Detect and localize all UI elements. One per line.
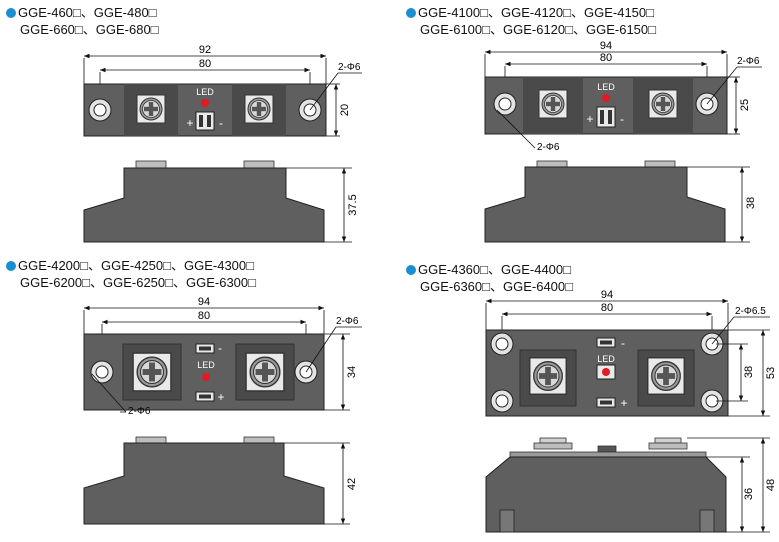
dim-side-height: 38 [745,197,757,209]
bullet-icon [6,261,16,271]
dim-inner-width: 80 [601,302,613,314]
hole-spec-right: 2-Φ6 [336,316,359,327]
led-indicator-icon [201,99,209,107]
plus-sign: + [586,112,593,126]
model-4-drawing: 94 80 - LED + 2-Φ6.5 [485,289,777,533]
dim-side-height: 48 [765,479,777,491]
relay-side-view [83,442,325,525]
plus-sign: + [217,390,224,404]
model-2-drawing: 94 80 LED + - 2-Φ6 2-Φ6 [484,40,762,243]
led-label: LED [597,354,615,364]
relay-side-view [485,456,727,533]
led-label: LED [196,87,214,97]
model-2-line2: GGE-6100□、GGE-6120□、GGE-6150□ [420,22,656,37]
led-indicator-icon [202,373,210,381]
dim-side-inner-height: 36 [743,488,755,500]
dim-outer-width: 92 [199,44,211,56]
bullet-icon [406,265,416,275]
model-1-title: GGE-460□、GGE-480□ GGE-660□、GGE-680□ [6,4,159,38]
dim-height: 25 [739,99,751,111]
model-3-line2: GGE-6200□、GGE-6250□、GGE-6300□ [20,275,256,290]
terminal-screw-icon [529,357,567,395]
hole-spec-right: 2-Φ6 [338,62,361,73]
dim-outer-width: 94 [601,289,613,301]
dim-outer-width: 94 [600,40,612,52]
dim-inner-width: 80 [600,52,612,64]
model-3-line1: GGE-4200□、GGE-4250□、GGE-4300□ [18,258,254,273]
dim-side-height: 37.5 [347,194,359,215]
dim-inner-width: 80 [199,58,211,70]
dim-inner-width: 80 [198,310,210,322]
bullet-icon [6,8,16,18]
model-1-drawing: 92 80 LED + - 2-Φ6 [83,44,362,243]
plus-sign: + [186,116,193,130]
terminal-screw-icon [136,94,166,124]
bullet-icon [406,8,416,18]
model-2-title: GGE-4100□、GGE-4120□、GGE-4150□ GGE-6100□、… [406,4,656,38]
model-4-line1: GGE-4360□、GGE-4400□ [418,262,571,277]
model-4-line2: GGE-6360□、GGE-6400□ [420,279,573,294]
plus-sign: + [620,396,627,410]
relay-side-view [83,167,325,243]
terminal-screw-icon [648,89,678,119]
led-indicator-icon [602,94,610,102]
terminal-screw-icon [132,352,172,392]
dim-height: 34 [346,366,358,378]
model-4-title: GGE-4360□、GGE-4400□ GGE-6360□、GGE-6400□ [406,261,573,295]
model-3-drawing: 94 80 - LED + 2-Φ6 2-Φ6 [83,296,362,525]
led-indicator-icon [602,368,610,376]
minus-sign: - [621,336,625,350]
mount-hole-icon [90,360,114,384]
led-label: LED [597,82,615,92]
model-1-line2: GGE-660□、GGE-680□ [20,22,159,37]
minus-sign: - [620,112,624,126]
model-1-line1: GGE-460□、GGE-480□ [18,5,157,20]
minus-sign: - [218,341,222,355]
mount-hole-icon [490,389,514,413]
hole-spec-right: 2-Φ6 [737,56,760,67]
model-3-title: GGE-4200□、GGE-4250□、GGE-4300□ GGE-6200□、… [6,257,256,291]
mount-hole-icon [493,92,517,116]
terminal-screw-icon [538,89,568,119]
mount-hole-icon [490,332,514,356]
dim-outer-width: 94 [198,296,210,308]
model-2-line1: GGE-4100□、GGE-4120□、GGE-4150□ [418,5,654,20]
mount-hole-icon [88,98,112,122]
minus-sign: - [219,116,223,130]
dim-hole-spacing: 38 [743,366,755,378]
terminal-screw-icon [244,94,274,124]
terminal-screw-icon [245,352,285,392]
dim-side-height: 42 [346,478,358,490]
hole-spec-left: 2-Φ6 [537,142,560,153]
dim-height: 20 [339,104,351,116]
dim-height: 53 [765,367,777,379]
terminal-screw-icon [647,357,685,395]
relay-side-view [484,166,726,243]
hole-spec-right: 2-Φ6.5 [735,306,766,317]
led-label: LED [197,360,215,370]
hole-spec-left: 2-Φ6 [128,406,151,417]
